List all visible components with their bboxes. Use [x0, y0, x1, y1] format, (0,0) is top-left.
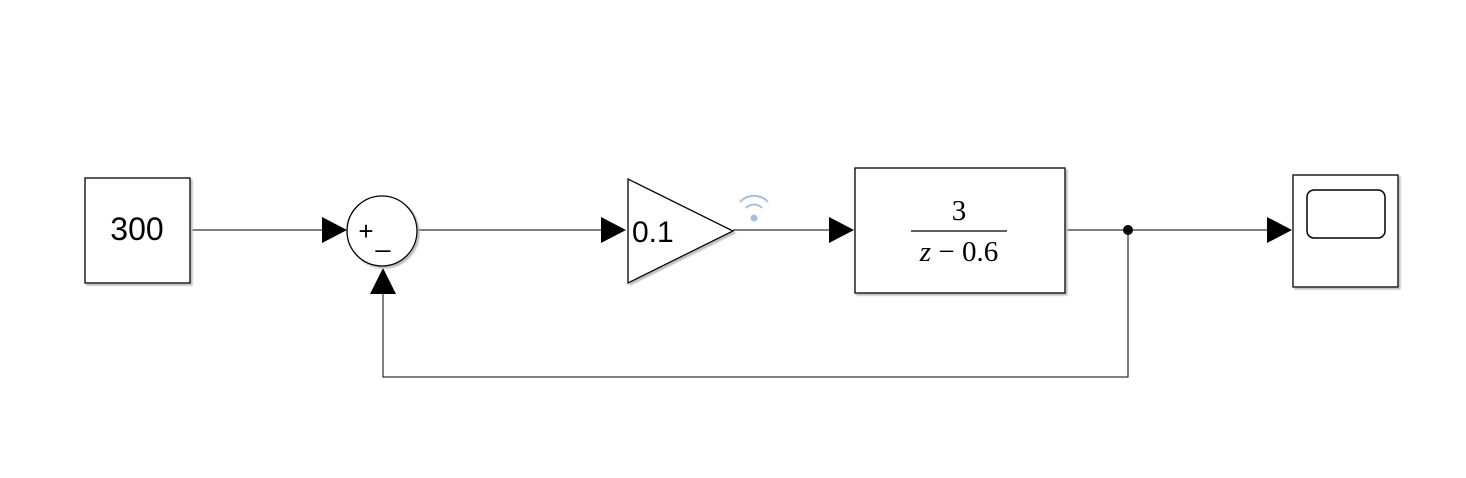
scope-block[interactable] — [1292, 174, 1399, 288]
transfer-function-block[interactable]: 3 z − 0.6 — [854, 167, 1066, 294]
arrow-into-scope — [1267, 217, 1292, 243]
feedback-signal-line[interactable] — [382, 230, 1129, 378]
denominator-constant: − 0.6 — [931, 236, 998, 268]
sum-minus-sign: _ — [375, 223, 391, 253]
constant-value: 300 — [110, 211, 163, 247]
gain-block[interactable]: 0.1 — [627, 177, 735, 285]
transfer-fn-denominator: z − 0.6 — [919, 236, 998, 268]
denominator-variable: z — [919, 236, 931, 268]
transfer-fn-numerator: 3 — [952, 195, 967, 227]
arrow-into-sum — [322, 217, 347, 243]
scope-screen-icon — [1306, 189, 1386, 239]
arrow-into-transfer-fn — [829, 217, 854, 243]
signal-logging-icon[interactable] — [739, 194, 769, 222]
gain-value: 0.1 — [632, 216, 674, 249]
sum-plus-sign: + — [358, 216, 373, 246]
sum-block[interactable]: + _ — [346, 195, 418, 267]
arrow-feedback-into-sum — [370, 268, 396, 294]
branch-point — [1123, 225, 1133, 235]
constant-block[interactable]: 300 — [84, 177, 191, 284]
arrow-into-gain — [601, 217, 626, 243]
